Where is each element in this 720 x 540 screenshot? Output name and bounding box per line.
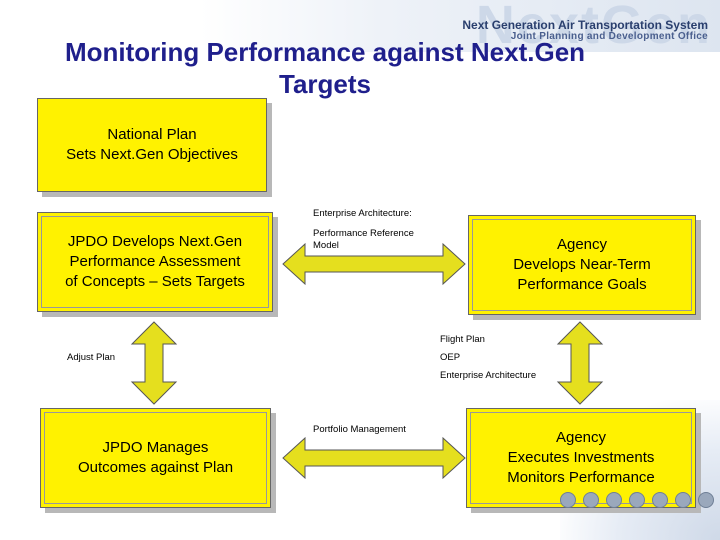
agency-seal-icon [629, 492, 645, 508]
box-national-plan: National Plan Sets Next.Gen Objectives [37, 98, 267, 192]
label-performance-reference-model: Performance Reference Model [313, 228, 414, 251]
org-subtitle: Joint Planning and Development Office [510, 31, 708, 42]
box-agency-executes: Agency Executes Investments Monitors Per… [466, 408, 696, 508]
org-name: Next Generation Air Transportation Syste… [462, 18, 708, 32]
label-adjust-plan: Adjust Plan [67, 352, 116, 363]
agency-seal-icon [583, 492, 599, 508]
label-oep: OEP [440, 352, 461, 363]
box-agency-executes-text: Agency Executes Investments Monitors Per… [507, 429, 655, 486]
label-portfolio-management: Portfolio Management [313, 424, 406, 435]
box-agency-goals-text: Agency Develops Near-Term Performance Go… [513, 236, 651, 293]
box-jpdo-develops: JPDO Develops Next.Gen Performance Asses… [37, 212, 273, 312]
box-agency-goals: Agency Develops Near-Term Performance Go… [468, 215, 696, 315]
box-jpdo-develops-text: JPDO Develops Next.Gen Performance Asses… [65, 233, 245, 290]
agency-seal-icon [606, 492, 622, 508]
double-arrow-right-vertical [556, 321, 604, 405]
header-banner: NextGen Next Generation Air Transportati… [200, 0, 720, 55]
double-arrow-bottom [282, 436, 466, 480]
label-enterprise-architecture: Enterprise Architecture: [313, 208, 412, 219]
label-enterprise-architecture-2: Enterprise Architecture [440, 370, 537, 381]
header-watermark: NextGen [475, 0, 712, 55]
double-arrow-left-vertical [130, 321, 178, 405]
agency-logos [560, 492, 714, 508]
double-arrow-top [282, 242, 466, 286]
box-jpdo-manages-text: JPDO Manages Outcomes against Plan [77, 439, 234, 476]
page-title: Monitoring Performance against Next.Gen … [64, 37, 586, 99]
nasa-logo-icon [698, 492, 714, 508]
label-flight-plan: Flight Plan [440, 334, 485, 345]
box-jpdo-manages: JPDO Manages Outcomes against Plan [40, 408, 271, 508]
box-national-plan-text: National Plan Sets Next.Gen Objectives [66, 126, 238, 163]
agency-seal-icon [652, 492, 668, 508]
agency-seal-icon [560, 492, 576, 508]
agency-seal-icon [675, 492, 691, 508]
